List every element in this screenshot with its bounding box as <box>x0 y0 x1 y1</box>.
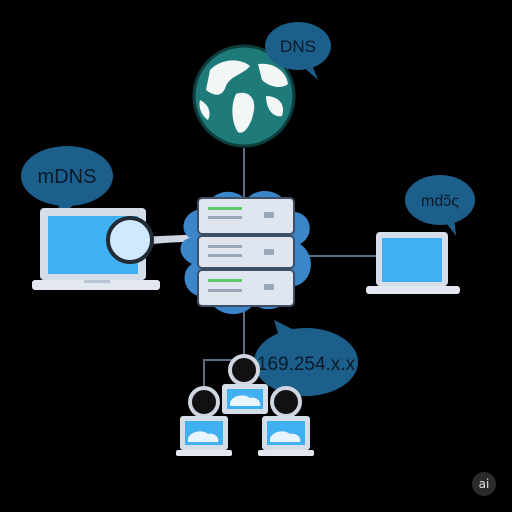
user-icon <box>176 386 232 456</box>
link-local-label: 169.254.x.x <box>257 354 356 375</box>
magnifier-icon <box>106 216 198 264</box>
user-group-icon <box>176 354 314 456</box>
link-local-speech-bubble: 169.254.x.x <box>254 320 358 396</box>
mdns-right-label: mdɔ̃ς <box>421 193 459 210</box>
dns-label: DNS <box>280 37 316 56</box>
dns-speech-bubble: DNS <box>265 22 331 80</box>
mdns-left-label: mDNS <box>38 166 97 188</box>
right-laptop-icon <box>366 232 460 294</box>
mdns-right-speech-bubble: mdɔ̃ς <box>405 175 475 236</box>
user-icon <box>258 386 314 456</box>
ai-badge: ai <box>472 472 496 496</box>
user-icon <box>222 354 268 414</box>
mdns-left-speech-bubble: mDNS <box>21 146 113 218</box>
server-icon <box>180 190 311 315</box>
globe-icon <box>192 44 296 148</box>
